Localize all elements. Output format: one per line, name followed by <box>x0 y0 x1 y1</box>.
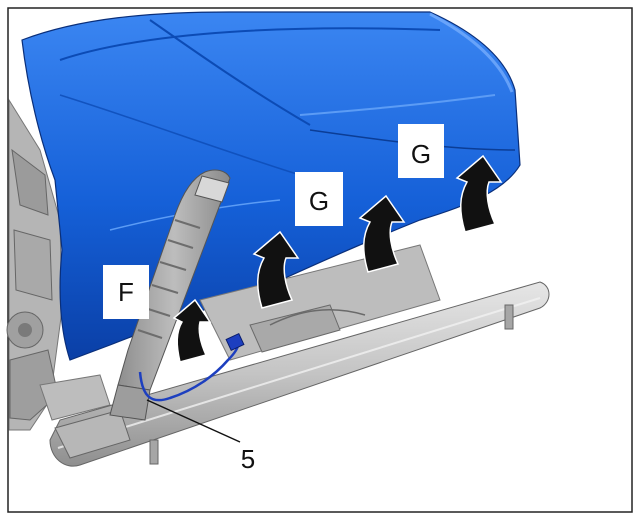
callout-5-leader <box>146 399 241 443</box>
label-f: F <box>103 265 149 319</box>
label-f-text: F <box>118 277 134 307</box>
callout-5: 5 <box>241 444 255 474</box>
seat-frame <box>6 98 111 431</box>
label-g-right-text: G <box>411 139 431 169</box>
label-g-left-text: G <box>309 186 329 216</box>
lift-arrows <box>172 154 503 363</box>
label-g-right: G <box>398 124 444 178</box>
lift-arrow-icon <box>172 298 212 363</box>
label-g-left: G <box>295 172 343 226</box>
callout-5-text: 5 <box>241 444 255 474</box>
lift-arrow-icon <box>358 194 406 273</box>
lift-arrow-icon <box>455 154 503 233</box>
seat-belt-buckle <box>109 169 231 421</box>
seat-rail <box>49 244 550 467</box>
figure-border <box>7 7 633 513</box>
lift-arrow-icon <box>252 230 300 309</box>
wire-harness <box>138 332 245 402</box>
